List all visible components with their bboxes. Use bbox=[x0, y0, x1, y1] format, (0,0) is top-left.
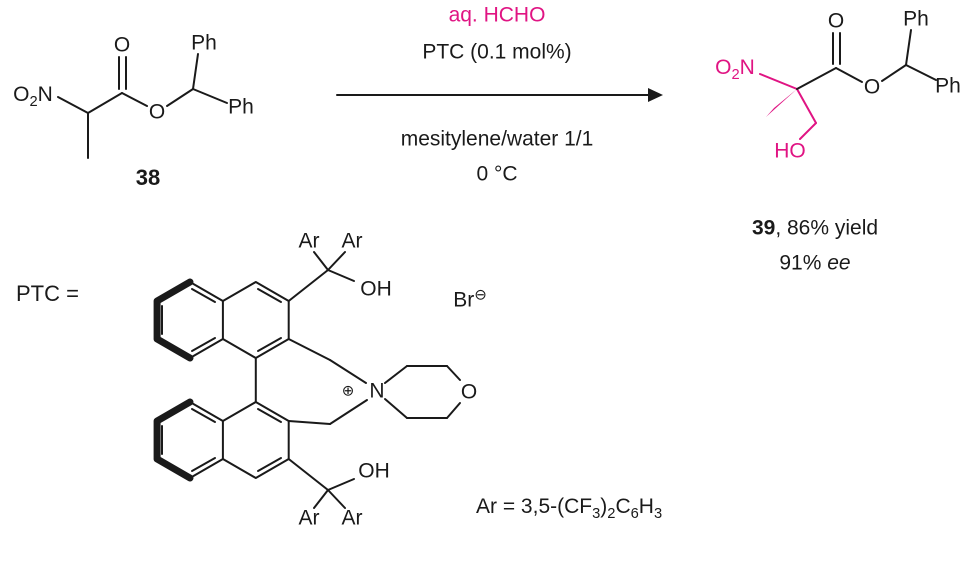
catalyst-hydroxyl-bottom-label: OH bbox=[358, 459, 390, 483]
minus-charge-icon: ⊖ bbox=[474, 286, 487, 304]
bold-bond-lower-ring bbox=[153, 398, 194, 482]
bold-bond-upper-ring bbox=[153, 278, 194, 362]
product-ee-label: 91% ee bbox=[779, 253, 850, 274]
catalyst-skeleton bbox=[153, 251, 461, 509]
product-skeleton bbox=[759, 29, 937, 140]
methyl-wedge-bond bbox=[766, 89, 797, 117]
catalyst-ar-bottom-right-label: Ar bbox=[341, 506, 363, 530]
product-ee-italic: ee bbox=[827, 251, 851, 275]
product-ester-oxygen-label: O bbox=[863, 75, 881, 99]
product-yield-label: 39, 86% yield bbox=[752, 218, 878, 239]
catalyst-ar-top-left-label: Ar bbox=[298, 229, 320, 253]
substrate-ester-oxygen-label: O bbox=[148, 100, 166, 124]
bromide-counterion-label: Br⊖ bbox=[453, 288, 487, 311]
catalyst-nitrogen-label: N bbox=[369, 379, 385, 403]
catalyst-hydroxyl-top-label: OH bbox=[360, 277, 392, 301]
product-ee-value: 91% bbox=[779, 251, 828, 275]
product-number-label: 39 bbox=[751, 216, 776, 240]
plus-charge-icon: ⊕ bbox=[341, 382, 355, 400]
solvent-label: mesitylene/water 1/1 bbox=[400, 127, 594, 151]
product-new-stereocenter-bonds bbox=[759, 73, 817, 140]
reagent-hcho-label: aq. HCHO bbox=[448, 3, 546, 27]
temperature-label: 0 °C bbox=[476, 162, 518, 186]
substrate-phenyl-right-label: Ph bbox=[228, 95, 254, 119]
product-phenyl-top-label: Ph bbox=[903, 7, 929, 31]
reaction-arrow bbox=[336, 88, 663, 102]
reagent-ptc-label: PTC (0.1 mol%) bbox=[422, 40, 572, 64]
substrate-phenyl-top-label: Ph bbox=[191, 31, 217, 55]
substrate-carbonyl-oxygen-label: O bbox=[113, 33, 131, 57]
catalyst-ar-bottom-left-label: Ar bbox=[298, 506, 320, 530]
catalyst-ar-top-right-label: Ar bbox=[341, 229, 363, 253]
bromide-symbol: Br bbox=[453, 288, 475, 312]
catalyst-ptc-equals-label: PTC = bbox=[16, 281, 79, 306]
product-nitro-label: O2N bbox=[715, 56, 755, 84]
ar-definition-label: Ar = 3,5-(CF3)2C6H3 bbox=[476, 495, 663, 523]
substrate-nitro-label: O2N bbox=[13, 83, 53, 111]
substrate-number-label: 38 bbox=[135, 165, 161, 190]
catalyst-morpholine-oxygen-label: O bbox=[460, 380, 478, 404]
product-hydroxyl-label: HO bbox=[774, 139, 806, 163]
product-carbonyl-oxygen-label: O bbox=[827, 9, 845, 33]
product-phenyl-right-label: Ph bbox=[935, 74, 961, 98]
substrate-skeleton bbox=[57, 53, 228, 159]
product-yield-text: , 86% yield bbox=[775, 216, 879, 240]
